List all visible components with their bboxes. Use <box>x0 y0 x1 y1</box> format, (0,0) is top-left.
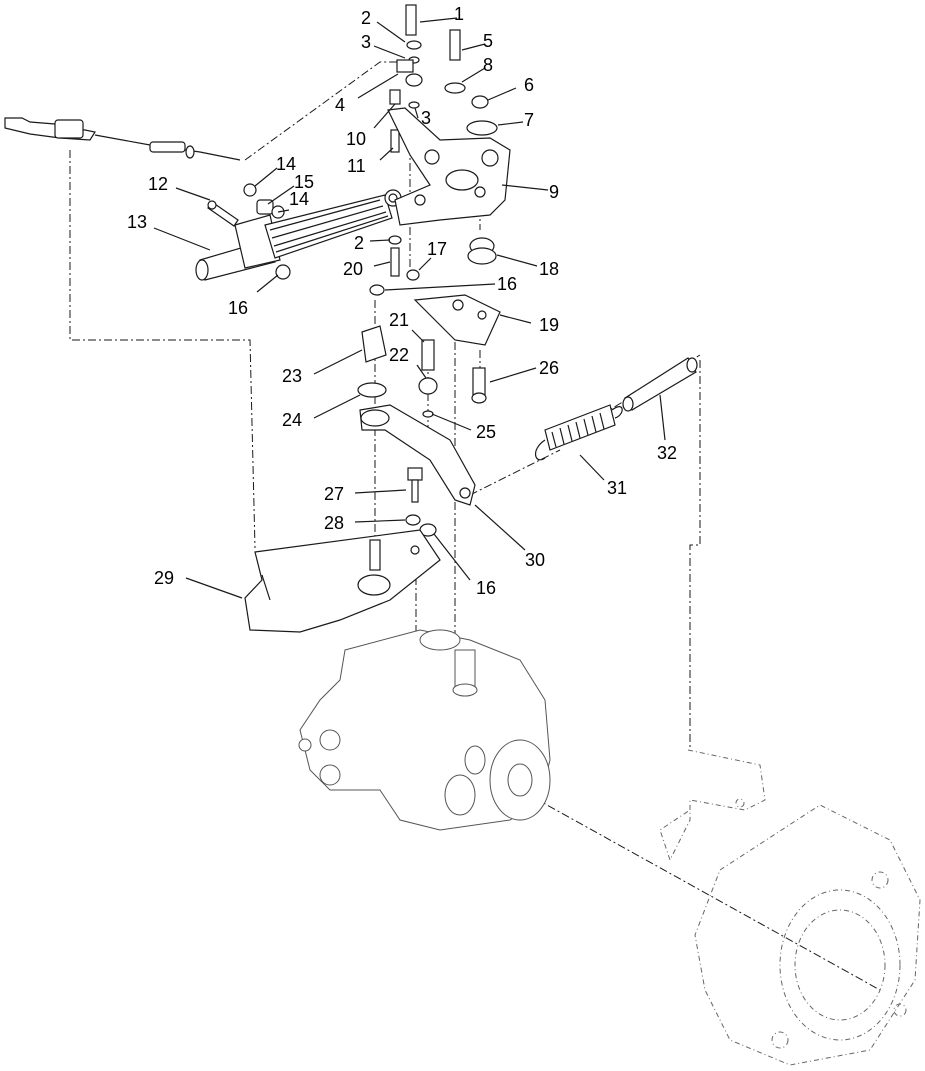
callout-23: 23 <box>282 366 302 386</box>
callout-14: 14 <box>276 154 296 174</box>
callout-8: 8 <box>483 55 493 75</box>
callout-3-lower: 3 <box>421 108 431 128</box>
callout-12: 12 <box>148 174 168 194</box>
arm-stack <box>357 284 476 506</box>
plate-and-bolt <box>413 294 501 404</box>
bracket-29 <box>244 529 441 633</box>
callout-4: 4 <box>335 95 345 115</box>
callout-28: 28 <box>324 513 344 533</box>
callout-13: 13 <box>127 212 147 232</box>
callout-26: 26 <box>539 358 559 378</box>
callout-17: 17 <box>427 239 447 259</box>
callout-18: 18 <box>539 259 559 279</box>
callout-14-lower: 14 <box>289 189 309 209</box>
callout-3: 3 <box>361 32 371 52</box>
callout-10: 10 <box>346 129 366 149</box>
callout-5: 5 <box>483 31 493 51</box>
callout-9: 9 <box>549 182 559 202</box>
callout-32: 32 <box>657 443 677 463</box>
leader-lines <box>153 17 666 599</box>
callout-16-bottom: 16 <box>476 578 496 598</box>
callout-16: 16 <box>497 274 517 294</box>
callout-6: 6 <box>524 75 534 95</box>
upper-hardware <box>387 4 511 281</box>
callout-16-left: 16 <box>228 298 248 318</box>
callout-15: 15 <box>294 172 314 192</box>
callout-31: 31 <box>607 478 627 498</box>
callout-7: 7 <box>524 110 534 130</box>
callout-21: 21 <box>389 310 409 330</box>
callout-19: 19 <box>539 315 559 335</box>
callout-22: 22 <box>389 345 409 365</box>
lower-hardware <box>405 467 437 537</box>
callout-labels: 1 2 3 5 8 6 4 7 10 3 11 9 14 15 12 14 13… <box>127 4 677 598</box>
callout-11: 11 <box>347 156 366 176</box>
callout-30: 30 <box>525 550 545 570</box>
callout-20: 20 <box>343 259 363 279</box>
callout-2: 2 <box>361 8 371 28</box>
mount-bracket <box>659 749 766 862</box>
callout-2-lower: 2 <box>354 233 364 253</box>
tension-spring <box>535 357 698 461</box>
hydro-pump <box>298 629 551 831</box>
callout-29: 29 <box>154 568 174 588</box>
callout-25: 25 <box>476 422 496 442</box>
callout-1: 1 <box>454 4 464 24</box>
engine-plate <box>694 804 921 1066</box>
callout-24: 24 <box>282 410 302 430</box>
control-cable <box>4 117 241 161</box>
callout-27: 27 <box>324 484 344 504</box>
